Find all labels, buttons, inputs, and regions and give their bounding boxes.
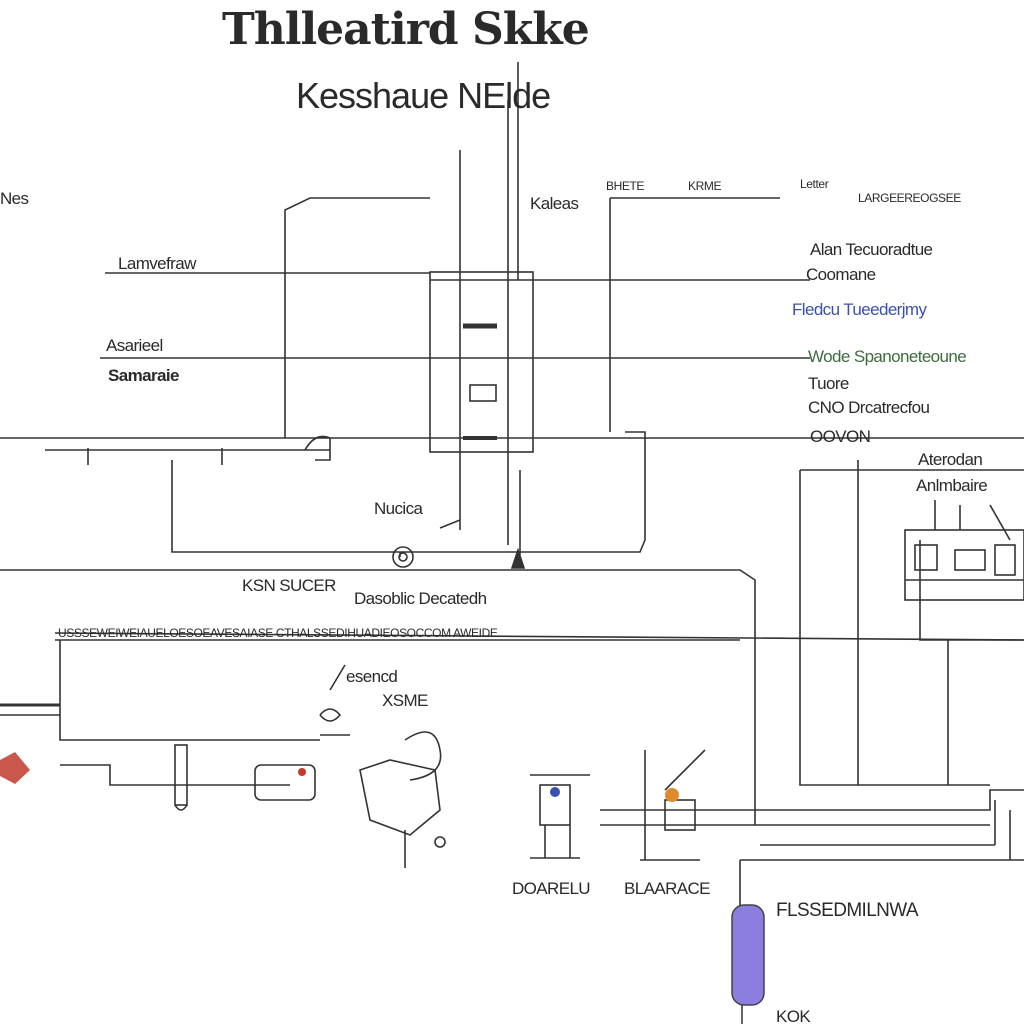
label-top-right-code: LARGEEREOGSEE (858, 191, 961, 205)
label-bottom-code: KOK (776, 1007, 811, 1026)
label-top-right-tag: Letter (800, 177, 829, 191)
label-xsme: XSME (382, 691, 428, 710)
label-bottom-right-text: FLSSEDMILNWA (776, 900, 919, 921)
label-tuore: Tuore (808, 374, 849, 393)
label-top-tag-1: BHETE (606, 179, 645, 193)
red-indicator (298, 768, 306, 776)
title-line-2: Kesshaue NElde (296, 75, 551, 116)
label-nes: Nes (0, 189, 29, 208)
label-nucica: Nucica (374, 499, 423, 518)
label-top-tag-2: KRME (688, 179, 722, 193)
orange-indicator (665, 788, 679, 802)
label-kaleas: Kaleas (530, 194, 579, 213)
label-dlaarace: BLAARACE (624, 879, 711, 898)
label-esencd: esencd (346, 667, 398, 686)
label-wode-spanoneteoune: Wode Spanoneteoune (808, 347, 967, 366)
label-oovon: OOVON (810, 427, 871, 446)
label-asarieel: Asarieel (106, 336, 163, 355)
label-long-rule-text: USSSEWEIWEIAUELOESOEAVESAIASE CTHALSSEDI… (58, 626, 498, 640)
central-cabinet (429, 271, 534, 453)
label-lamvefraw: Lamvefraw (118, 254, 196, 273)
label-fledcu-tuederjmy: Fledcu Tueederjmy (792, 300, 927, 319)
label-aterodan: Aterodan (918, 450, 983, 469)
label-coomane: Coomane (806, 265, 876, 284)
label-anlmbaire: Anlmbaire (916, 476, 988, 495)
label-dasoblic-decatedh: Dasoblic Decatedh (354, 589, 487, 608)
label-cno-drcatrectu: CNO Drcatrecfou (808, 398, 930, 417)
pump-housing (359, 759, 441, 836)
title-line-1: Thlleatird Skke (222, 4, 590, 55)
valve-circle (392, 546, 414, 568)
label-dodarelu: DOARELU (512, 879, 591, 898)
label-ksn-sucer: KSN SUCER (242, 576, 336, 595)
label-samaraie: Samaraie (108, 366, 179, 385)
red-valve (0, 752, 30, 784)
label-alan-tecuoradtue: Alan Tecuoradtue (810, 240, 933, 259)
purple-tank (731, 904, 765, 1006)
